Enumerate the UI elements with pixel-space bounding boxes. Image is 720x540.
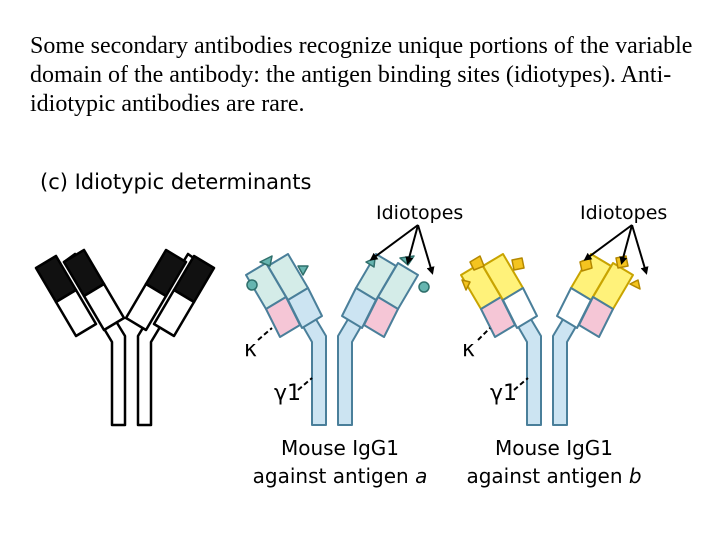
antibody-plain-arm-right <box>124 248 216 338</box>
pointer-idiotope-b-2 <box>619 224 633 265</box>
caption-antigen-a: Mouse IgG1 against antigen a <box>230 434 450 490</box>
antibody-a <box>245 253 430 426</box>
caption-a-prefix: against antigen <box>252 464 416 488</box>
pointer-idiotope-a-2 <box>405 224 419 265</box>
pointer-idiotope-a-1 <box>369 224 419 261</box>
intro-text: Some secondary antibodies recognize uniq… <box>30 33 693 117</box>
caption-b-var: b <box>628 464 642 488</box>
pointer-gamma-a <box>297 377 313 391</box>
caption-b-prefix: against antigen <box>466 464 629 488</box>
idiotope-b-6 <box>629 279 641 290</box>
antibody-a-heavy-left-const <box>287 287 323 329</box>
idiotope-a-3 <box>297 265 309 276</box>
pointer-kappa-a <box>257 327 273 341</box>
antibody-a-arm-right <box>341 253 419 338</box>
caption-a-line2: against antigen a <box>230 462 450 490</box>
idiotope-b-1 <box>469 255 485 271</box>
antibody-b-arm-left <box>460 253 538 338</box>
idiotope-b-4 <box>579 257 593 272</box>
antibody-b-heavy-right-const <box>556 287 592 329</box>
idiotopes-label-a: Idiotopes <box>376 202 464 224</box>
antibody-b <box>460 253 641 426</box>
figure-title: (c) Idiotypic determinants <box>40 170 312 194</box>
antibody-plain-light-left-const <box>54 288 98 338</box>
idiotope-b-2 <box>461 279 471 291</box>
idiotope-a-1 <box>259 255 273 267</box>
antibody-b-heavy-left-const <box>502 287 538 329</box>
idiotope-a-6 <box>418 281 430 293</box>
pointer-lines <box>257 224 649 391</box>
gamma-label-a: γ1 <box>274 381 302 406</box>
antibody-a-arm-left <box>245 253 323 338</box>
antibody-plain-light-right-const <box>152 288 196 338</box>
antibody-a-light-right-const <box>363 296 399 338</box>
caption-a-var: a <box>415 464 428 488</box>
antibody-b-arm-right <box>556 253 634 338</box>
pointer-gamma-b <box>513 377 529 391</box>
antibody-a-heavy-right-const <box>341 287 377 329</box>
kappa-label-a: κ <box>244 337 257 362</box>
caption-antigen-b: Mouse IgG1 against antigen b <box>444 434 664 490</box>
antibody-plain-arm-left <box>34 248 126 338</box>
antibody-plain-heavy-left-const <box>82 282 126 332</box>
pointer-kappa-b <box>477 327 491 341</box>
idiotope-a-2 <box>246 279 258 291</box>
caption-b-line1: Mouse IgG1 <box>494 436 614 460</box>
idiotope-b-3 <box>511 257 525 271</box>
idiotope-a-4 <box>365 257 376 268</box>
pointer-idiotope-a-3 <box>417 224 435 275</box>
antibody-b-light-right-const <box>578 296 614 338</box>
gamma-label-b: γ1 <box>490 381 518 406</box>
antibody-plain <box>34 248 216 427</box>
idiotope-a-5 <box>399 255 415 266</box>
pointer-idiotope-b-1 <box>583 224 633 261</box>
caption-b-line2: against antigen b <box>444 462 664 490</box>
antibody-plain-heavy-right-const <box>124 282 168 332</box>
pointer-idiotope-b-3 <box>631 224 649 275</box>
kappa-label-b: κ <box>462 337 475 362</box>
caption-a-line1: Mouse IgG1 <box>280 436 400 460</box>
idiotopes-label-b: Idiotopes <box>580 202 668 224</box>
